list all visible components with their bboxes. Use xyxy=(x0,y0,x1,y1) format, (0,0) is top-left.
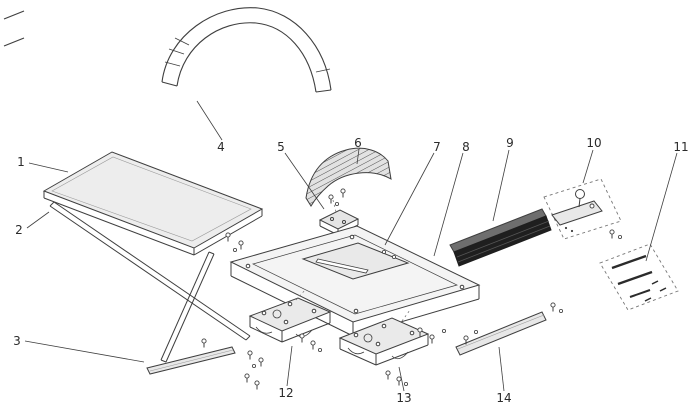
part-11-tool-kit-box xyxy=(599,243,679,311)
part-10-gauge-kit-box xyxy=(543,178,622,240)
part-label-4: 4 xyxy=(217,140,225,154)
part-12-leg-bracket-left xyxy=(248,297,332,343)
part-1-table-panel xyxy=(42,151,264,256)
part-label-11: 11 xyxy=(673,140,689,154)
part-4-curved-tube xyxy=(161,7,332,93)
part-label-3: 3 xyxy=(13,334,21,348)
part-label-6: 6 xyxy=(354,136,362,150)
part-label-5: 5 xyxy=(277,140,285,154)
alignment-lines xyxy=(295,199,411,322)
part-9-fence-rail xyxy=(449,208,552,267)
leader-lines xyxy=(24,100,678,392)
part-label-10: 10 xyxy=(586,136,602,150)
part-2-support-rails xyxy=(49,201,251,363)
part-label-8: 8 xyxy=(462,140,470,154)
part-3-cross-bar xyxy=(146,346,236,375)
part-7-table-insert xyxy=(301,242,410,280)
part-label-7: 7 xyxy=(433,140,441,154)
part-6-blade-guard xyxy=(305,147,392,207)
part-14-side-rail xyxy=(455,311,547,356)
part-label-13: 13 xyxy=(396,391,412,405)
part-label-12: 12 xyxy=(278,386,294,400)
corner-marks xyxy=(3,10,25,47)
part-label-2: 2 xyxy=(15,223,23,237)
part-label-9: 9 xyxy=(506,136,514,150)
part-13-leg-bracket-right xyxy=(338,317,430,366)
part-label-14: 14 xyxy=(496,391,512,405)
part-label-1: 1 xyxy=(17,155,25,169)
